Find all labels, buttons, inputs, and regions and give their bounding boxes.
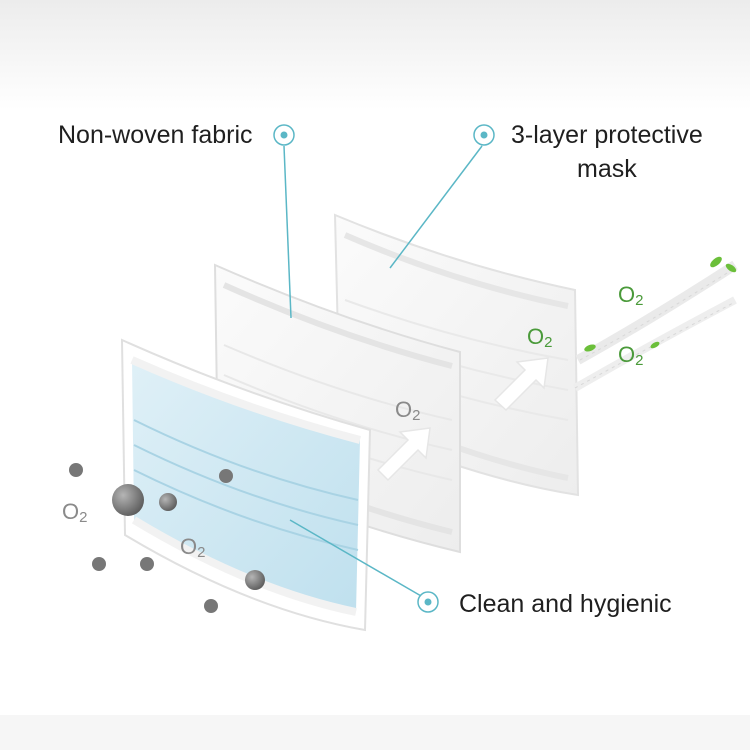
bottom-shade — [0, 715, 750, 750]
label-3-layer-line1: 3-layer protective — [511, 121, 703, 149]
particle — [140, 557, 154, 571]
particle — [159, 493, 177, 511]
particle — [112, 484, 144, 516]
target-dot-icon — [473, 124, 495, 146]
target-dot-icon — [417, 591, 439, 613]
label-clean-and-hygienic: Clean and hygienic — [459, 590, 672, 618]
label-3-layer-line2: mask — [577, 155, 637, 183]
top-shade — [0, 0, 750, 110]
mask-layer-front-blue — [120, 338, 372, 632]
leaf-icon — [584, 256, 737, 352]
leader-line-clean — [289, 519, 429, 601]
air-stream — [573, 260, 738, 392]
o2-label: O2 — [618, 342, 644, 370]
o2-label: O2 — [62, 499, 88, 527]
particle — [245, 570, 265, 590]
o2-label: O2 — [527, 324, 553, 352]
label-3-layer-protective-mask: 3-layer protective mask — [511, 118, 703, 186]
o2-label: O2 — [180, 534, 206, 562]
particles — [69, 463, 265, 613]
leader-line-nonwoven — [283, 145, 292, 319]
particle — [69, 463, 83, 477]
leader-lines — [283, 145, 483, 601]
leader-line-3layer — [389, 145, 483, 269]
particle — [92, 557, 106, 571]
o2-label: O2 — [395, 397, 421, 425]
label-non-woven-fabric: Non-woven fabric — [58, 121, 253, 149]
target-dot-icon — [273, 124, 295, 146]
o2-label: O2 — [618, 282, 644, 310]
particle — [219, 469, 233, 483]
arrow-icon — [376, 357, 549, 482]
particle — [204, 599, 218, 613]
